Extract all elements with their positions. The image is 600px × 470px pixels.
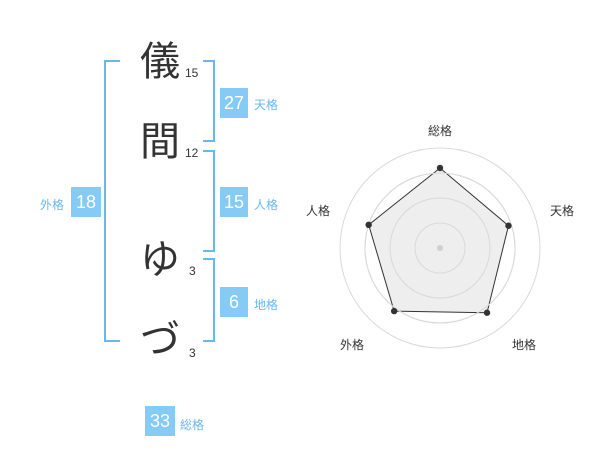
stroke-count-1: 15 xyxy=(185,66,199,80)
chikaku-label: 地格 xyxy=(254,298,279,312)
chikaku-bracket xyxy=(203,258,215,342)
name-char-3: ゆ xyxy=(140,237,180,283)
jinkaku-label: 人格 xyxy=(254,198,279,212)
radar-point-1 xyxy=(436,164,444,172)
soukaku-label: 総格 xyxy=(180,418,205,432)
stroke-count-2: 12 xyxy=(185,146,199,160)
chikaku-value: 6 xyxy=(220,287,248,317)
radar-ring-inner xyxy=(414,222,466,274)
gaikaku-value: 18 xyxy=(71,187,101,217)
name-char-4: づ xyxy=(140,317,180,363)
radar-point-3 xyxy=(483,309,491,316)
jinkaku-value: 15 xyxy=(220,187,248,217)
radar-label-soukaku: 総格 xyxy=(427,124,452,138)
radar-label-gaikaku: 外格 xyxy=(339,338,364,352)
name-char-2: 間 xyxy=(140,119,180,165)
radar-ring-inner xyxy=(389,197,491,299)
stroke-count-3: 3 xyxy=(189,264,196,278)
gaikaku-label: 外格 xyxy=(40,198,65,212)
radar-series-area xyxy=(368,167,510,314)
radar-center xyxy=(437,245,443,251)
radar-point-2 xyxy=(505,222,512,229)
radar-point-4 xyxy=(390,307,398,315)
tenkaku-value: 27 xyxy=(220,88,248,118)
radar-label-tenkaku: 天格 xyxy=(549,204,574,218)
name-char-1: 儀 xyxy=(140,39,180,85)
soukaku-value: 33 xyxy=(145,406,175,436)
radar-label-jinkaku: 人格 xyxy=(305,204,330,218)
gaikaku-bracket xyxy=(104,60,120,342)
stroke-count-4: 3 xyxy=(189,346,196,360)
jinkaku-bracket xyxy=(203,150,215,252)
tenkaku-bracket xyxy=(203,60,215,142)
radar-ring-inner xyxy=(364,172,516,324)
radar-label-chikaku: 地格 xyxy=(511,338,536,352)
radar-point-5 xyxy=(365,221,372,229)
tenkaku-label: 天格 xyxy=(254,98,279,112)
